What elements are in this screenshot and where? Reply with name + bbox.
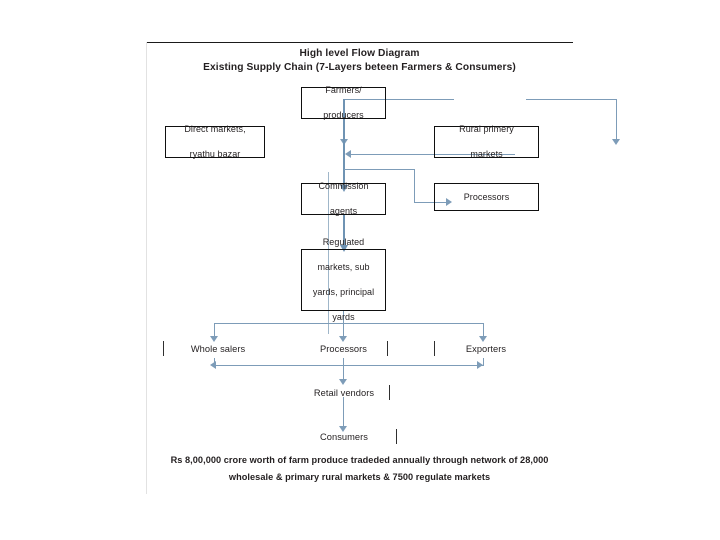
node-commission-line2: agents xyxy=(329,206,358,217)
node-rural-markets-line1: Rural primery xyxy=(459,124,514,135)
node-commission-agents[interactable]: Commission agents xyxy=(301,181,386,217)
diagram-title-secondary: Existing Supply Chain (7-Layers beteen F… xyxy=(203,62,516,73)
connector-retail-to-consumers xyxy=(343,397,344,429)
slide-left-border xyxy=(146,42,147,494)
node-processors-mid[interactable]: Processors xyxy=(301,343,386,355)
node-retail-vendors-label: Retail vendors xyxy=(313,388,375,398)
node-consumers-right-edge xyxy=(396,429,397,444)
connector-farmers-to-commission xyxy=(343,99,345,187)
arrowhead-to-retail-vendors xyxy=(339,379,347,385)
node-direct-markets-line1: Direct markets, xyxy=(184,124,246,135)
node-farmers-line2: producers xyxy=(323,110,364,121)
node-regulated-line4: yards xyxy=(332,312,355,323)
node-whole-salers-label: Whole salers xyxy=(190,344,246,354)
connector-commission-to-regulated xyxy=(343,215,345,248)
connector-distribution-mid xyxy=(343,323,344,339)
node-farmers-line1: Farmers/ xyxy=(325,85,362,96)
connector-spine-to-processors-v xyxy=(414,169,415,202)
node-direct-markets-line2: ryathu bazar xyxy=(189,149,241,160)
node-retail-vendors-right-edge xyxy=(389,385,390,400)
arrowhead-to-processors-right xyxy=(446,198,452,206)
connector-direct-markets-to-wholesalers xyxy=(328,172,329,334)
connector-spine-to-processors-h1 xyxy=(344,169,414,170)
connector-regulated-to-distribution xyxy=(343,310,344,324)
node-consumers-label: Consumers xyxy=(320,432,368,442)
arrowhead-collector-right xyxy=(477,361,483,369)
connector-farmers-right-horizontal xyxy=(526,99,616,100)
connector-distribution-right xyxy=(483,323,484,339)
collector-bar xyxy=(214,365,483,366)
footer-line-1: Rs 8,00,000 crore worth of farm produce … xyxy=(170,455,549,465)
diagram-title-primary: High level Flow Diagram xyxy=(299,48,420,59)
node-regulated-markets[interactable]: Regulated markets, sub yards, principal … xyxy=(301,237,386,322)
node-rural-primary-markets[interactable]: Rural primery markets xyxy=(434,124,539,160)
node-exporters[interactable]: Exporters xyxy=(441,343,531,355)
arrowhead-to-exporters xyxy=(479,336,487,342)
slide-canvas: High level Flow Diagram Existing Supply … xyxy=(146,42,620,494)
node-exporters-label: Exporters xyxy=(465,344,507,354)
slide-top-border xyxy=(146,42,573,43)
node-farmers-producers[interactable]: Farmers/ producers xyxy=(301,85,386,121)
node-processors-mid-right-edge xyxy=(387,341,388,356)
node-regulated-line2: markets, sub xyxy=(317,262,370,273)
node-regulated-line1: Regulated xyxy=(322,236,365,247)
node-exporters-left-edge xyxy=(434,341,435,356)
footer-line-2: wholesale & primary rural markets & 7500… xyxy=(228,472,491,482)
arrowhead-rural-markets-to-spine xyxy=(345,150,351,158)
connector-exporters-down xyxy=(483,358,484,366)
connector-rural-markets-to-spine xyxy=(351,154,515,155)
arrowhead-to-rural-markets xyxy=(612,139,620,145)
node-consumers[interactable]: Consumers xyxy=(298,431,390,443)
node-processors-mid-label: Processors xyxy=(320,344,367,354)
node-rural-markets-line2: markets xyxy=(470,149,503,160)
connector-spine-to-processors-h2 xyxy=(414,202,448,203)
arrowhead-to-whole-salers xyxy=(210,336,218,342)
node-commission-line1: Commission xyxy=(318,181,369,192)
distribution-bar xyxy=(214,323,484,324)
connector-farmers-left-horizontal xyxy=(344,99,454,100)
connector-distribution-left xyxy=(214,323,215,339)
node-retail-vendors[interactable]: Retail vendors xyxy=(298,387,390,399)
arrowhead-to-commission-agents xyxy=(339,185,348,192)
arrowhead-to-consumers xyxy=(339,426,347,432)
node-whole-salers-left-edge xyxy=(163,341,164,356)
diagram-footer: Rs 8,00,000 crore worth of farm produce … xyxy=(146,452,573,486)
node-direct-markets[interactable]: Direct markets, ryathu bazar xyxy=(165,124,265,160)
node-regulated-line3: yards, principal xyxy=(312,287,375,298)
connector-farmers-to-rural-markets xyxy=(616,99,617,141)
node-processors-right[interactable]: Processors xyxy=(434,183,539,211)
node-whole-salers[interactable]: Whole salers xyxy=(172,343,264,355)
node-processors-right-label: Processors xyxy=(463,191,510,202)
arrowhead-to-regulated-markets xyxy=(339,245,348,252)
connector-processors-mid-down xyxy=(343,358,344,366)
diagram-title-block: High level Flow Diagram Existing Supply … xyxy=(146,47,573,75)
arrowhead-to-processors-mid xyxy=(339,336,347,342)
arrowhead-collector-left xyxy=(210,361,216,369)
connector-collector-to-retail xyxy=(343,365,344,382)
